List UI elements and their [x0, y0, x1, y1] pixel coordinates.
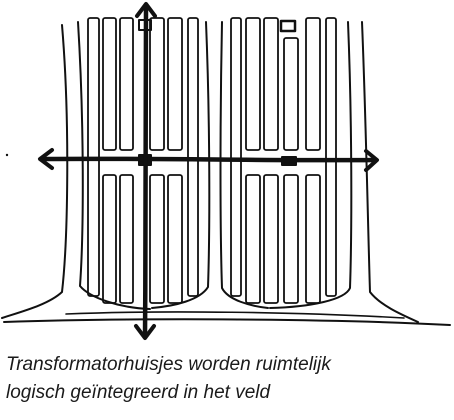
- right-field-outer-boundary: [361, 21, 419, 323]
- right-arrow-head: [364, 149, 379, 172]
- top-arrow-head: [135, 2, 157, 18]
- vertical-cable-axis: [142, 3, 149, 339]
- right-field-panel-rows: [230, 17, 337, 304]
- bottom-road-line-1: [3, 318, 451, 326]
- bottom-arrow-head: [134, 324, 156, 340]
- left-field-outer-boundary: [1, 24, 69, 319]
- caption-line-1: Transformatorhuisjes worden ruimtelijk: [6, 354, 331, 375]
- caption-line-2: logisch geïntegreerd in het veld: [6, 382, 271, 403]
- horizontal-cable-axis: [41, 156, 377, 163]
- center-left-boundary: [151, 21, 211, 309]
- stray-dot: [5, 153, 9, 157]
- transformer-house-top: [279, 19, 297, 33]
- center-right-boundary: [219, 21, 269, 309]
- left-field-panel-rows: [87, 17, 199, 304]
- bottom-road-line-2: [65, 311, 405, 319]
- figure-caption: Transformatorhuisjes worden ruimtelijk l…: [6, 351, 450, 407]
- field-layout-sketch: [1, 2, 451, 340]
- left-arrow-head: [38, 148, 54, 170]
